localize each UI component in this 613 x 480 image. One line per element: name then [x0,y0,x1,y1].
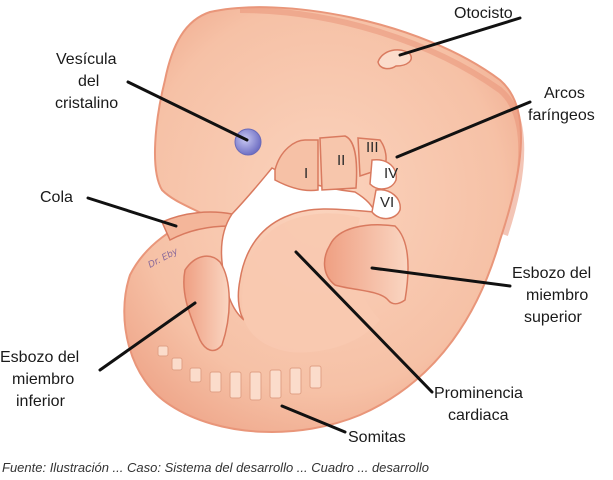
arch-label-iv: IV [384,165,398,182]
label-arcos-2: faríngeos [528,107,595,124]
leader-vesicula [126,80,249,142]
upper-limb-bud [323,224,409,305]
dorsal-outline [239,7,525,236]
leader-otocisto [398,16,522,57]
leader-arcos [395,100,532,159]
lower-limb-bud [183,255,230,352]
arch-label-iii: III [366,139,379,156]
pharyngeal-arches [274,135,401,220]
label-vesicula-1: Vesícula [56,51,117,68]
leader-inf [98,301,197,372]
leader-somitas [280,404,347,434]
label-somitas: Somitas [348,429,406,446]
label-cola: Cola [40,189,73,206]
leader-sup [370,266,512,288]
label-inf-1: Esbozo del [0,349,79,366]
label-vesicula-3: cristalino [55,95,118,112]
label-arcos-1: Arcos [544,85,585,102]
leader-prom [294,250,434,394]
label-inf-3: inferior [16,393,66,410]
label-otocisto: Otocisto [454,5,513,22]
leader-cola [86,196,178,228]
label-inf-2: miembro [12,371,74,388]
label-prom-2: cardiaca [448,407,509,424]
label-sup-3: superior [524,309,582,326]
label-sup-2: miembro [526,287,588,304]
label-prom-1: Prominencia [434,385,523,402]
lens-vesicle [234,128,262,156]
arch-label-ii: II [337,152,345,169]
label-sup-1: Esbozo del [512,265,591,282]
label-vesicula-2: del [78,73,99,90]
figure-caption: Fuente: Ilustración ... Caso: Sistema de… [2,460,430,475]
arch-label-vi: VI [380,194,394,211]
arch-label-i: I [304,165,308,182]
somites [157,345,322,401]
